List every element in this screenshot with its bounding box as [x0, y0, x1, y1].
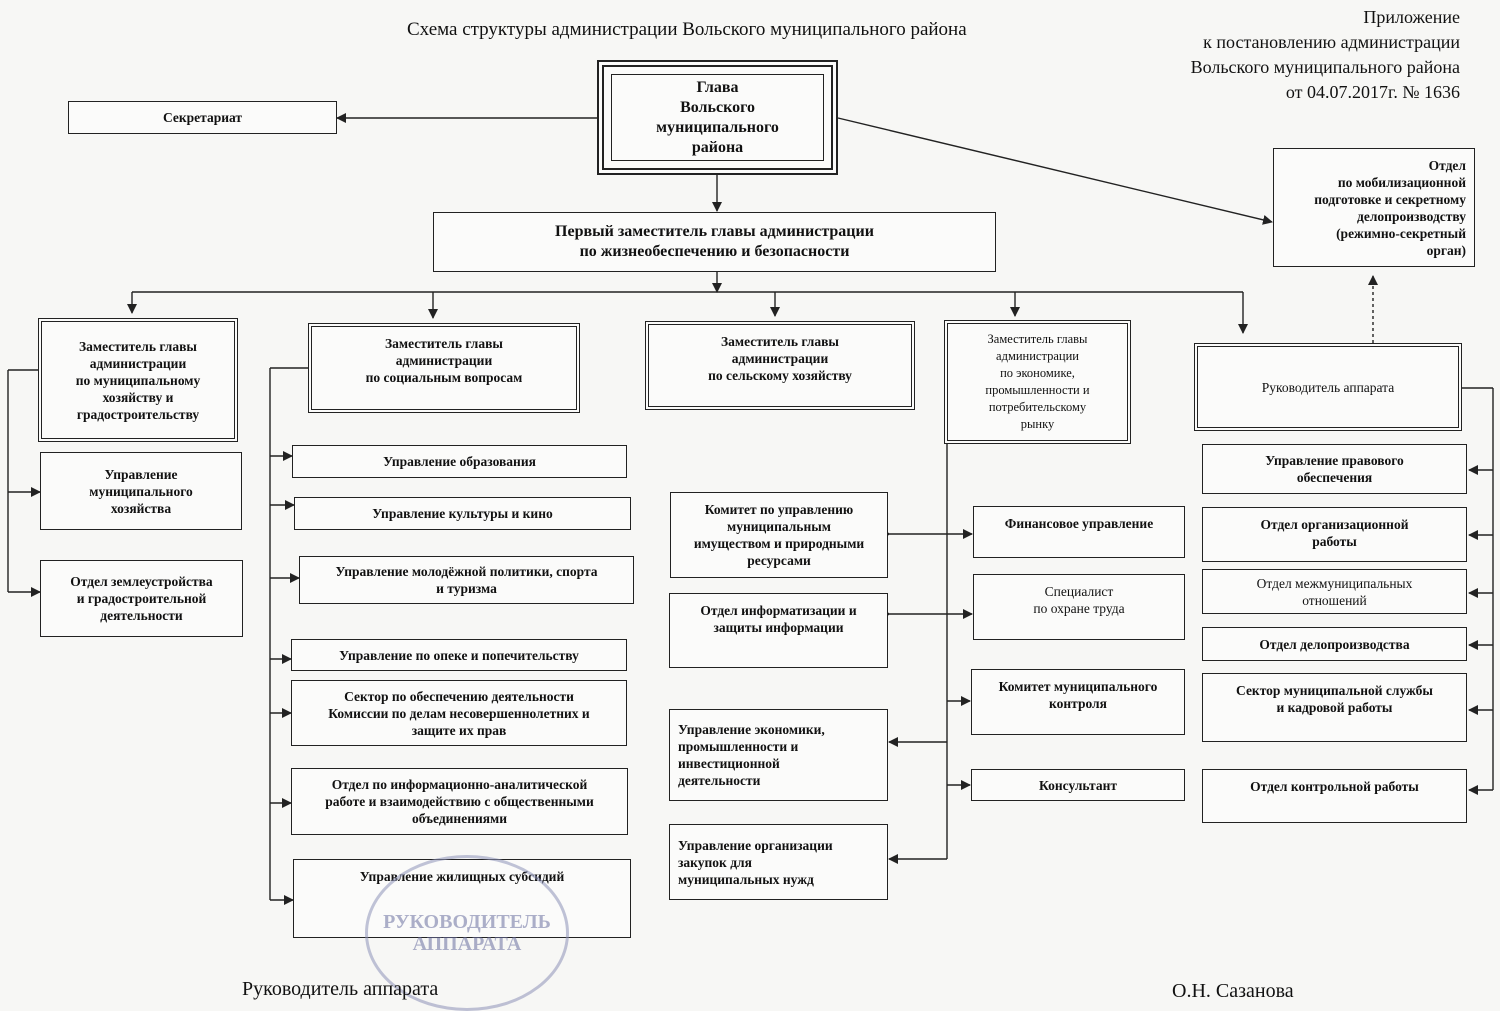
social-unit-label: Сектор по обеспечению деятельности Комис…: [328, 688, 590, 738]
staff-unit-label: Отдел делопроизводства: [1259, 636, 1410, 652]
social-unit-label: Управление образования: [383, 454, 536, 469]
social-unit: Управление образования: [292, 445, 627, 478]
chief-of-staff-box: Руководитель аппарата: [1194, 343, 1462, 431]
stamp-text: РУКОВОДИТЕЛЬ АППАРАТА: [383, 911, 551, 955]
mobilization-label: Отдел по мобилизационной подготовке и се…: [1314, 157, 1466, 258]
agri-unit-label: Управление экономики, промышленности и и…: [678, 722, 825, 788]
deputy-economy-box: Заместитель главы администрации по эконо…: [944, 320, 1131, 444]
agri-unit-label: Отдел информатизации и защиты информации: [700, 603, 857, 635]
appendix-block: Приложение к постановлению администрации…: [1191, 5, 1460, 105]
social-unit: Управление по опеке и попечительству: [291, 639, 627, 671]
social-unit: Управление молодёжной политики, спорта и…: [299, 556, 634, 604]
staff-unit: Управление правового обеспечения: [1202, 444, 1467, 494]
social-unit-label: Управление культуры и кино: [372, 506, 553, 521]
appendix-line-1: Приложение: [1363, 7, 1460, 27]
secretariat-box: Секретариат: [68, 101, 337, 134]
social-unit-label: Управление молодёжной политики, спорта и…: [335, 564, 598, 596]
economy-unit: Финансовое управление: [973, 506, 1185, 558]
agri-unit: Комитет по управлению муниципальным имущ…: [670, 492, 888, 578]
deputy-social-box: Заместитель главы администрации по социа…: [308, 323, 580, 413]
social-unit: Отдел по информационно-аналитической раб…: [291, 768, 628, 835]
staff-unit: Отдел контрольной работы: [1202, 769, 1467, 823]
agri-unit-label: Комитет по управлению муниципальным имущ…: [693, 502, 865, 568]
economy-unit-label: Специалист по охране труда: [1033, 584, 1125, 616]
deputy-social-label: Заместитель главы администрации по социа…: [365, 336, 523, 385]
staff-unit: Отдел делопроизводства: [1202, 627, 1467, 661]
mobilization-box: Отдел по мобилизационной подготовке и се…: [1273, 148, 1475, 267]
deputy-agriculture-label: Заместитель главы администрации по сельс…: [708, 334, 852, 383]
economy-unit: Комитет муниципального контроля: [971, 669, 1185, 735]
staff-unit: Отдел организационной работы: [1202, 507, 1467, 562]
staff-unit-label: Отдел контрольной работы: [1250, 779, 1419, 794]
social-unit-label: Отдел по информационно-аналитической раб…: [325, 777, 594, 826]
economy-unit-label: Комитет муниципального контроля: [998, 679, 1158, 711]
staff-unit-label: Сектор муниципальной службы и кадровой р…: [1236, 683, 1433, 715]
economy-unit: Консультант: [971, 769, 1185, 801]
head-label: Глава Вольского муниципального района: [656, 78, 779, 156]
deputy-municipal-label: Заместитель главы администрации по муниц…: [75, 338, 201, 422]
appendix-line-2: к постановлению администрации: [1203, 32, 1460, 52]
municipal-unit: Управление муниципального хозяйства: [40, 452, 242, 530]
agri-unit: Отдел информатизации и защиты информации: [669, 593, 888, 668]
footer-name: О.Н. Сазанова: [1172, 980, 1294, 1002]
staff-unit-label: Отдел межмуниципальных отношений: [1256, 575, 1413, 608]
staff-unit: Отдел межмуниципальных отношений: [1202, 569, 1467, 614]
economy-unit: Специалист по охране труда: [973, 574, 1185, 640]
deputy-municipal-box: Заместитель главы администрации по муниц…: [38, 318, 238, 442]
first-deputy-box: Первый заместитель главы администрации п…: [433, 212, 996, 272]
staff-unit-label: Отдел организационной работы: [1260, 517, 1409, 549]
social-unit-label: Управление по опеке и попечительству: [339, 647, 579, 663]
agri-unit: Управление экономики, промышленности и и…: [669, 709, 888, 801]
secretariat-label: Секретариат: [162, 110, 243, 125]
appendix-line-4: от 04.07.2017г. № 1636: [1285, 82, 1460, 102]
staff-unit: Сектор муниципальной службы и кадровой р…: [1202, 673, 1467, 742]
head-box: Глава Вольского муниципального района: [597, 60, 838, 175]
agri-unit: Управление организации закупок для муниц…: [669, 824, 888, 900]
deputy-economy-label: Заместитель главы администрации по эконо…: [985, 332, 1090, 431]
social-unit: Управление культуры и кино: [294, 497, 631, 530]
municipal-unit: Отдел землеустройства и градостроительно…: [40, 560, 243, 637]
municipal-unit-label: Отдел землеустройства и градостроительно…: [70, 574, 213, 623]
footer-position: Руководитель аппарата: [242, 978, 439, 1000]
economy-unit-label: Финансовое управление: [1004, 516, 1154, 531]
social-unit: Сектор по обеспечению деятельности Комис…: [291, 680, 627, 746]
agri-unit-label: Управление организации закупок для муниц…: [678, 837, 833, 887]
appendix-line-3: Вольского муниципального района: [1190, 57, 1460, 77]
page-title: Схема структуры администрации Вольского …: [407, 19, 967, 40]
economy-unit-label: Консультант: [1038, 777, 1118, 793]
deputy-agriculture-box: Заместитель главы администрации по сельс…: [645, 321, 915, 410]
chief-of-staff-label: Руководитель аппарата: [1261, 379, 1395, 395]
staff-unit-label: Управление правового обеспечения: [1265, 453, 1404, 485]
first-deputy-label: Первый заместитель главы администрации п…: [555, 223, 874, 260]
municipal-unit-label: Управление муниципального хозяйства: [89, 466, 193, 516]
